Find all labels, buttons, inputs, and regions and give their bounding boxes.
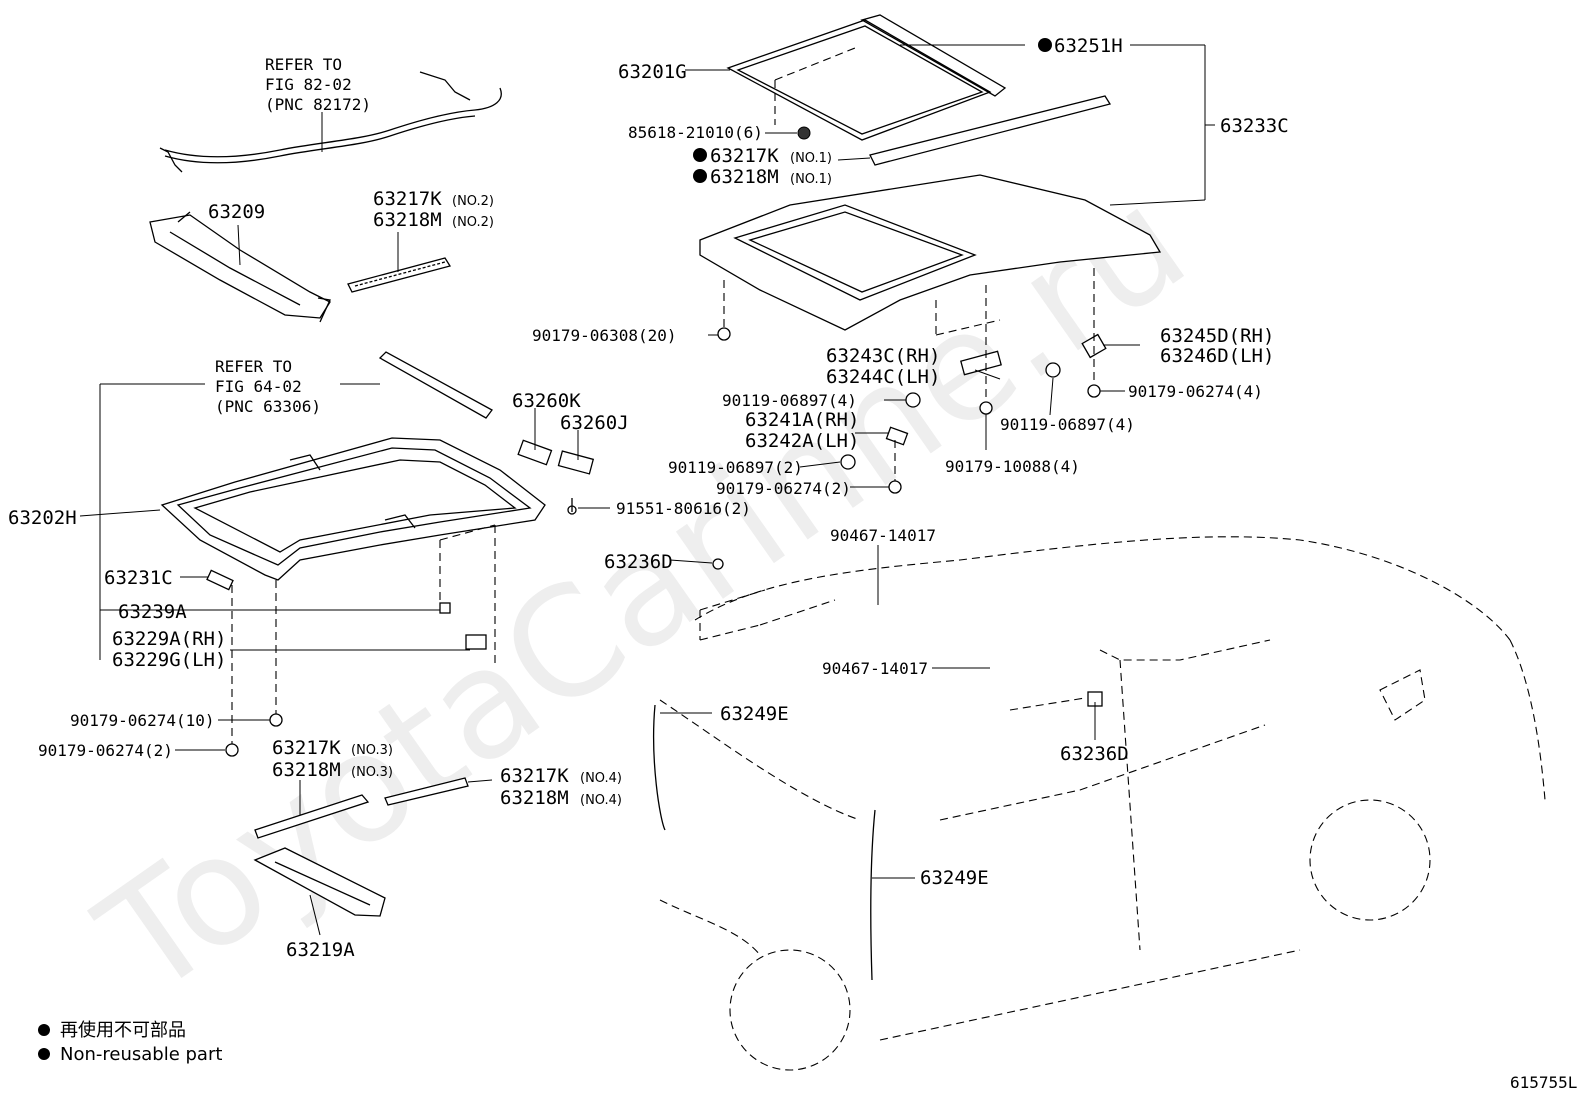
label-90119-b: 90119-06897(4) (1000, 415, 1135, 434)
label-63242A: 63242A(LH) (745, 430, 859, 452)
label-63217K-no2: 63217K (373, 188, 442, 210)
label-63260K: 63260K (512, 390, 581, 412)
ref-64-02-line1: REFER TO (215, 357, 292, 376)
part-63209-drawing (149, 211, 331, 323)
non-reusable-bullet-63251H (1038, 38, 1052, 52)
part-63217K-no2-drawing (347, 257, 452, 293)
non-reusable-bullet-63217K-1 (693, 148, 707, 162)
car-body-drawing (653, 536, 1546, 1071)
label-63233C: 63233C (1220, 115, 1289, 137)
label-no1-a: (NO.1) (790, 151, 832, 166)
roof-panel-drawing (699, 174, 1162, 331)
label-no4-a: (NO.4) (580, 771, 622, 786)
part-63201G-glass-drawing (726, 19, 992, 141)
label-63251H: 63251H (1054, 35, 1123, 57)
non-reusable-bullet-63218M-1 (693, 169, 707, 183)
ref-82-02-line1: REFER TO (265, 55, 342, 74)
label-no2-b: (NO.2) (452, 215, 494, 230)
part-63217K-no1-drawing (869, 95, 1112, 166)
label-63217K-no1: 63217K (710, 145, 779, 167)
label-63218M-no3: 63218M (272, 759, 341, 781)
label-63201G: 63201G (618, 61, 687, 83)
sunroof-housing-drawing (160, 437, 546, 581)
label-90179-06274-2b: 90179-06274(2) (38, 741, 173, 760)
label-63231C: 63231C (104, 567, 173, 589)
label-no2-a: (NO.2) (452, 194, 494, 209)
label-63218M-no1: 63218M (710, 166, 779, 188)
dashed-connectors (231, 268, 1095, 744)
label-63246D: 63246D(LH) (1160, 345, 1274, 367)
label-63245D: 63245D(RH) (1160, 325, 1274, 347)
label-63217K-no3: 63217K (272, 737, 341, 759)
label-no3-a: (NO.3) (351, 743, 393, 758)
label-90119-c: 90119-06897(2) (668, 458, 803, 477)
label-63249E-a: 63249E (720, 703, 789, 725)
label-63219A: 63219A (286, 939, 355, 961)
label-91551: 91551-80616(2) (616, 499, 751, 518)
label-63218M-no4: 63218M (500, 787, 569, 809)
lower-strips-drawing (253, 777, 469, 917)
label-90179-06308: 90179-06308(20) (532, 326, 677, 345)
label-85618: 85618-21010(6) (628, 123, 763, 142)
label-63202H: 63202H (8, 507, 77, 529)
roof-wire-harness (159, 71, 502, 173)
ref-82-02-line2: FIG 82-02 (265, 75, 352, 94)
label-63239A: 63239A (118, 601, 187, 623)
label-no1-b: (NO.1) (790, 172, 832, 187)
legend-bullet-jp (38, 1024, 50, 1036)
label-90467-a: 90467-14017 (830, 526, 936, 545)
label-90179-06274-2a: 90179-06274(2) (716, 479, 851, 498)
label-63218M-no2: 63218M (373, 209, 442, 231)
label-63244C: 63244C(LH) (826, 366, 940, 388)
label-63249E-b: 63249E (920, 867, 989, 889)
roof-brackets (206, 327, 1107, 757)
label-90119-a: 90119-06897(4) (722, 391, 857, 410)
part-63251H-drawing (860, 14, 1007, 97)
drain-hose-drawing (378, 351, 493, 419)
label-63217K-no4: 63217K (500, 765, 569, 787)
label-no3-b: (NO.3) (351, 765, 393, 780)
label-63236D-a: 63236D (604, 551, 673, 573)
label-90179-06274-10: 90179-06274(10) (70, 711, 215, 730)
label-63209: 63209 (208, 201, 265, 223)
ref-82-02-line3: (PNC 82172) (265, 95, 371, 114)
label-no4-b: (NO.4) (580, 793, 622, 808)
label-63243C: 63243C(RH) (826, 345, 940, 367)
label-63229A: 63229A(RH) (112, 628, 226, 650)
label-90179-10088: 90179-10088(4) (945, 457, 1080, 476)
clip-85618 (797, 126, 811, 140)
label-63236D-b: 63236D (1060, 743, 1129, 765)
ref-64-02-line2: FIG 64-02 (215, 377, 302, 396)
legend-bullet-en (38, 1048, 50, 1060)
legend-english: Non-reusable part (60, 1044, 222, 1065)
diagram-id: 615755L (1510, 1073, 1577, 1092)
motor-parts-drawing (517, 439, 595, 515)
label-63241A: 63241A(RH) (745, 409, 859, 431)
legend-japanese: 再使用不可部品 (60, 1020, 186, 1041)
label-63229G: 63229G(LH) (112, 649, 226, 671)
ref-64-02-line3: (PNC 63306) (215, 397, 321, 416)
label-63260J: 63260J (560, 412, 629, 434)
leader-lines (79, 44, 1215, 936)
label-90467-b: 90467-14017 (822, 659, 928, 678)
label-90179-06274-4: 90179-06274(4) (1128, 382, 1263, 401)
